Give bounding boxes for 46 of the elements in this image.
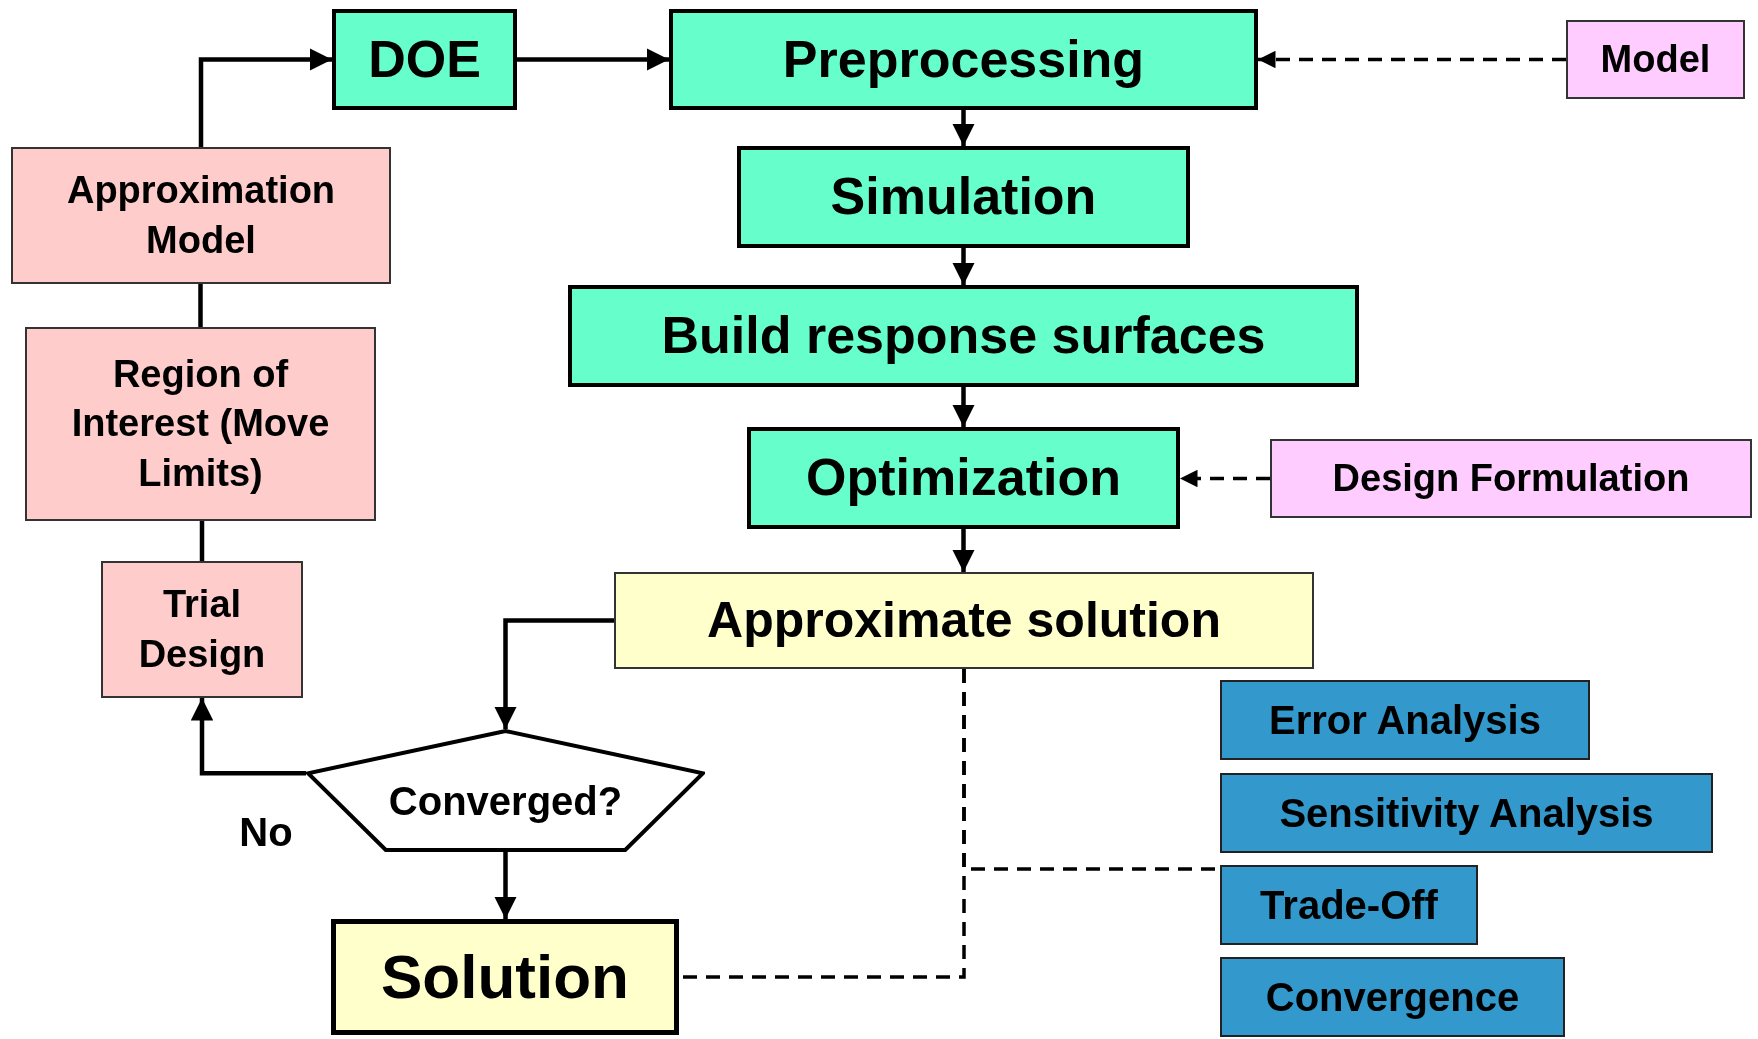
node-label: Approximate solution bbox=[707, 591, 1221, 650]
connector-line bbox=[198, 284, 203, 327]
arrow bbox=[494, 852, 517, 919]
step-box bbox=[25, 327, 376, 521]
node-label: Design Formulation bbox=[1332, 455, 1690, 501]
arrow bbox=[952, 110, 975, 146]
node-label: Optimization bbox=[806, 447, 1121, 509]
node-label: Trial Design bbox=[137, 582, 267, 677]
arrow bbox=[190, 698, 306, 776]
input-box bbox=[1270, 439, 1752, 518]
node-label: Build response surfaces bbox=[661, 305, 1266, 367]
input-box bbox=[1566, 20, 1745, 99]
result-box bbox=[331, 919, 679, 1035]
process-box bbox=[737, 146, 1190, 248]
arrow bbox=[1180, 469, 1270, 488]
arrow bbox=[1258, 50, 1566, 69]
step-box bbox=[11, 147, 391, 284]
node-label: Trade-Off bbox=[1260, 882, 1438, 929]
node-label: Converged? bbox=[388, 777, 623, 825]
arrow bbox=[198, 48, 332, 147]
arrow bbox=[494, 618, 614, 729]
step-box bbox=[101, 561, 303, 698]
node-label: Region of Interest (Move Limits) bbox=[70, 351, 331, 496]
process-box bbox=[332, 9, 517, 110]
node-label: Simulation bbox=[830, 166, 1097, 228]
node-label: Error Analysis bbox=[1269, 697, 1541, 744]
analysis-box bbox=[1220, 957, 1565, 1037]
result-box bbox=[614, 572, 1314, 669]
connector-line bbox=[199, 521, 205, 561]
arrow bbox=[952, 529, 975, 572]
analysis-box bbox=[1220, 773, 1713, 853]
arrow bbox=[952, 248, 975, 285]
node-label: Sensitivity Analysis bbox=[1279, 790, 1654, 837]
node-label: DOE bbox=[368, 28, 481, 90]
node-label: Model bbox=[1600, 36, 1711, 82]
node-label: Solution bbox=[381, 940, 629, 1013]
process-box bbox=[747, 427, 1180, 529]
arrow bbox=[517, 48, 669, 71]
node-label: Convergence bbox=[1265, 974, 1520, 1021]
process-box bbox=[568, 285, 1359, 387]
arrow bbox=[952, 387, 975, 427]
analysis-box bbox=[1220, 680, 1590, 760]
node-label: Preprocessing bbox=[782, 28, 1145, 90]
analysis-box bbox=[1220, 865, 1478, 945]
process-box bbox=[669, 9, 1258, 110]
node-label: Approximation Model bbox=[65, 168, 337, 263]
